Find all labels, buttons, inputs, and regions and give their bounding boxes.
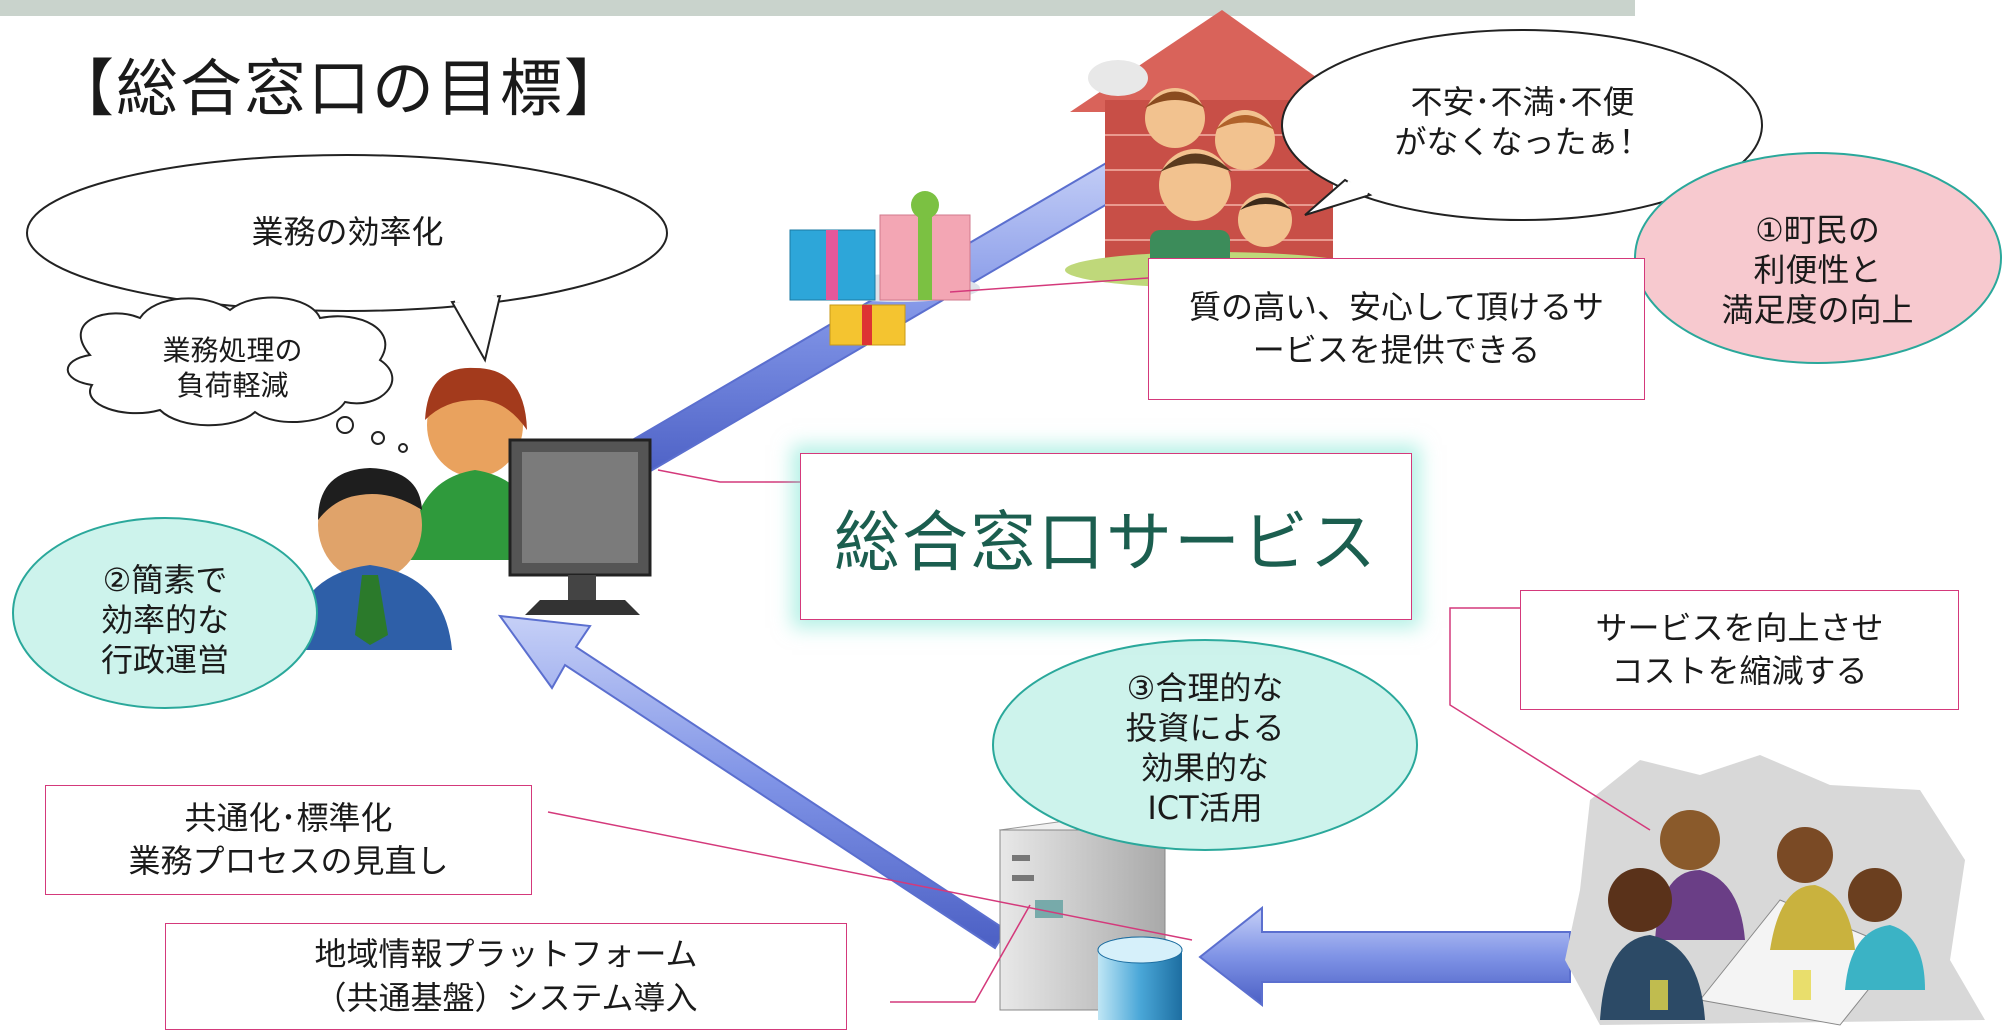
top-accent-bar [0, 0, 1635, 16]
box-standardization: 共通化･標準化 業務プロセスの見直し [45, 785, 532, 895]
box-platform-line1: 地域情報プラットフォーム [314, 935, 698, 974]
goal3-line1: ③合理的な [1126, 669, 1284, 707]
page-title: 【総合窓口の目標】 [52, 52, 629, 125]
bubble-load-line2: 負荷軽減 [176, 369, 289, 402]
bubble-load-line1: 業務処理の [162, 334, 303, 367]
box-cost-line2: コストを縮減する [1611, 652, 1868, 690]
center-service-box: 総合窓口サービス [800, 453, 1412, 620]
connector-lines [547, 277, 1651, 1003]
bubble-citizens-shape [1281, 29, 1763, 221]
bubble-efficiency-shape [26, 154, 668, 363]
goal2-text: ②簡素で 効率的な 行政運営 [50, 560, 280, 680]
box-platform: 地域情報プラットフォーム （共通基盤）システム導入 [165, 923, 847, 1030]
goal3-line3: 効果的な [1140, 749, 1269, 787]
bubble-efficiency: 業務の効率化 [251, 213, 444, 251]
bubble-citizens-line2: がなくなったぁ！ [1394, 123, 1651, 161]
goal3-text: ③合理的な 投資による 効果的な ICT活用 [1080, 668, 1330, 828]
goal1-line2: 利便性と [1753, 251, 1882, 289]
box-cost-reduction: サービスを向上させ コストを縮減する [1520, 590, 1959, 710]
box-platform-line2: （共通基盤）システム導入 [314, 978, 698, 1017]
goal2-line2: 効率的な [100, 601, 229, 639]
arrow-to-server [1198, 905, 1571, 1008]
goal2-ellipse [12, 517, 318, 709]
box-standardization-line1: 共通化･標準化 [184, 798, 393, 837]
bubble-citizens: 不安･不満･不便 がなくなったぁ！ [1380, 82, 1665, 162]
bubble-load-reduction: 業務処理の 負荷軽減 [115, 333, 350, 403]
box-standardization-line2: 業務プロセスの見直し [128, 842, 449, 880]
goal3-ellipse [992, 639, 1418, 851]
goal2-line1: ②簡素で [102, 561, 228, 599]
box-quality-service: 質の高い、安心して頂けるサ ービスを提供できる [1148, 258, 1645, 400]
box-quality-line1: 質の高い、安心して頂けるサ [1188, 287, 1605, 326]
goal3-line4: ICT活用 [1147, 789, 1263, 827]
goal1-line3: 満足度の向上 [1721, 291, 1914, 329]
meeting-group-icon [1565, 755, 1985, 1026]
thought-cloud-shape [66, 296, 408, 453]
box-cost-line1: サービスを向上させ [1595, 608, 1884, 647]
center-service-label: 総合窓口サービス [834, 503, 1378, 581]
goal2-line3: 行政運営 [100, 641, 229, 679]
gift-boxes-icon [789, 191, 980, 346]
goal3-line2: 投資による [1125, 709, 1285, 747]
bubble-citizens-line1: 不安･不満･不便 [1410, 83, 1635, 121]
staff-at-computer-icon [290, 367, 652, 650]
goal1-text: ①町民の 利便性と 満足度の向上 [1690, 210, 1945, 330]
goal1-line1: ①町民の [1755, 211, 1880, 249]
box-quality-line2: ービスを提供できる [1252, 331, 1541, 369]
arrow-to-staff [497, 614, 1008, 950]
